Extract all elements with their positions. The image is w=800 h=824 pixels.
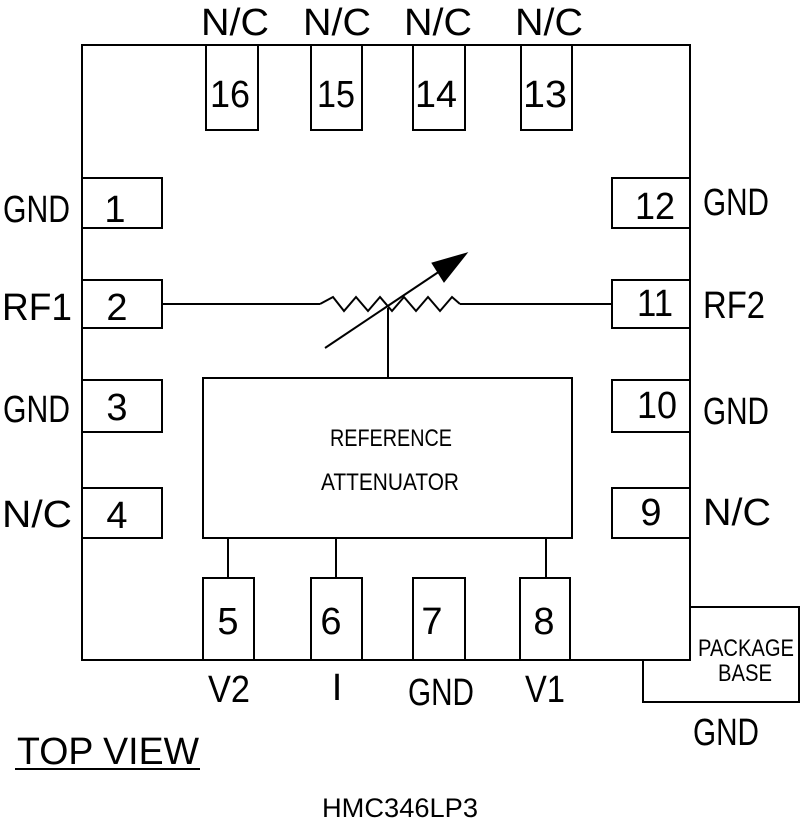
package-outline	[81, 44, 691, 661]
package-base-outline	[642, 606, 800, 703]
package-base: PACKAGE BASE GND	[642, 606, 800, 754]
pin-number: 14	[415, 74, 457, 116]
pin-pad	[310, 44, 363, 131]
pin-pad	[81, 487, 163, 539]
pin-signal-label: RF1	[2, 287, 72, 329]
view-label-text: TOP VIEW	[17, 731, 199, 773]
pin-9: 9 N/C	[611, 487, 771, 539]
pin-3: 3 GND	[3, 379, 163, 433]
pin-16: 16 N/C	[201, 2, 269, 131]
package-base-label-line2: BASE	[718, 660, 772, 687]
pin-6: 6 I	[310, 577, 363, 709]
pin-number: 8	[533, 601, 554, 643]
pin-signal-label: GND	[3, 389, 70, 431]
part-number: HMC346LP3	[322, 793, 478, 823]
pin-number: 5	[217, 601, 238, 643]
pin-number: 13	[523, 74, 567, 116]
pin-10: 10 GND	[611, 379, 769, 433]
pin-15: 15 N/C	[303, 2, 371, 131]
pin-7: 7 GND	[408, 577, 474, 714]
variable-attenuator-symbol	[162, 252, 612, 378]
pin-pad	[81, 379, 163, 433]
pin-pad	[205, 44, 259, 131]
pin-signal-label: N/C	[201, 2, 269, 44]
pin-signal-label: RF2	[703, 285, 765, 327]
pin-signal-label: V2	[208, 669, 250, 711]
pin-5: 5 V2	[202, 577, 255, 711]
pin-13: 13 N/C	[515, 2, 583, 131]
pin-signal-label: N/C	[404, 2, 472, 44]
pin-pad	[81, 177, 163, 229]
reference-attenuator-block: REFERENCE ATTENUATOR	[202, 377, 573, 539]
pin-pad	[611, 177, 691, 229]
pin-14: 14 N/C	[404, 2, 472, 131]
pin-signal-label: N/C	[703, 492, 771, 534]
view-label: TOP VIEW	[15, 731, 200, 773]
package-base-signal-label: GND	[693, 712, 759, 754]
pin-number: 12	[635, 186, 675, 228]
pin-number: 9	[640, 492, 661, 534]
pin-12: 12 GND	[611, 177, 769, 229]
pin-number: 7	[421, 601, 442, 643]
pin-11: 11 RF2	[611, 279, 765, 329]
pin-signal-label: I	[332, 667, 343, 709]
pin-pad	[412, 44, 466, 131]
pin-signal-label: GND	[703, 391, 769, 433]
pin-1: 1 GND	[3, 177, 163, 231]
pin-pad	[611, 379, 691, 433]
pin-pad	[520, 44, 573, 131]
pin-number: 16	[210, 74, 250, 116]
pin-signal-label: N/C	[2, 494, 72, 536]
adjust-arrow-head-icon	[431, 252, 469, 283]
pin-number: 6	[320, 601, 341, 643]
pin-pad	[611, 487, 691, 539]
pin-signal-label: GND	[408, 672, 474, 714]
pin-number: 1	[104, 189, 125, 231]
adjust-arrow-shaft	[324, 270, 441, 349]
pin-number: 15	[317, 74, 355, 116]
pin-signal-label: V1	[525, 669, 565, 711]
reference-attenuator-label-line2: ATTENUATOR	[321, 469, 459, 496]
pin-number: 11	[637, 283, 673, 325]
pin-2: 2 RF1	[2, 279, 163, 329]
pin-signal-label: GND	[703, 182, 769, 224]
resistor-zigzag	[319, 295, 461, 313]
package-base-label-line1: PACKAGE	[698, 635, 794, 662]
pin-number: 4	[106, 495, 127, 537]
pin-signal-label: N/C	[303, 2, 371, 44]
pin-signal-label: GND	[3, 189, 70, 231]
pin-8: 8 V1	[519, 577, 571, 711]
pin-number: 2	[106, 287, 127, 329]
reference-attenuator-label-line1: REFERENCE	[330, 425, 452, 452]
pin-number: 3	[106, 387, 127, 429]
pin-signal-label: N/C	[515, 2, 583, 44]
pin-pad	[412, 577, 466, 661]
pin-4: 4 N/C	[2, 487, 163, 539]
reference-attenuator-box	[202, 377, 573, 539]
pin-number: 10	[637, 385, 677, 427]
